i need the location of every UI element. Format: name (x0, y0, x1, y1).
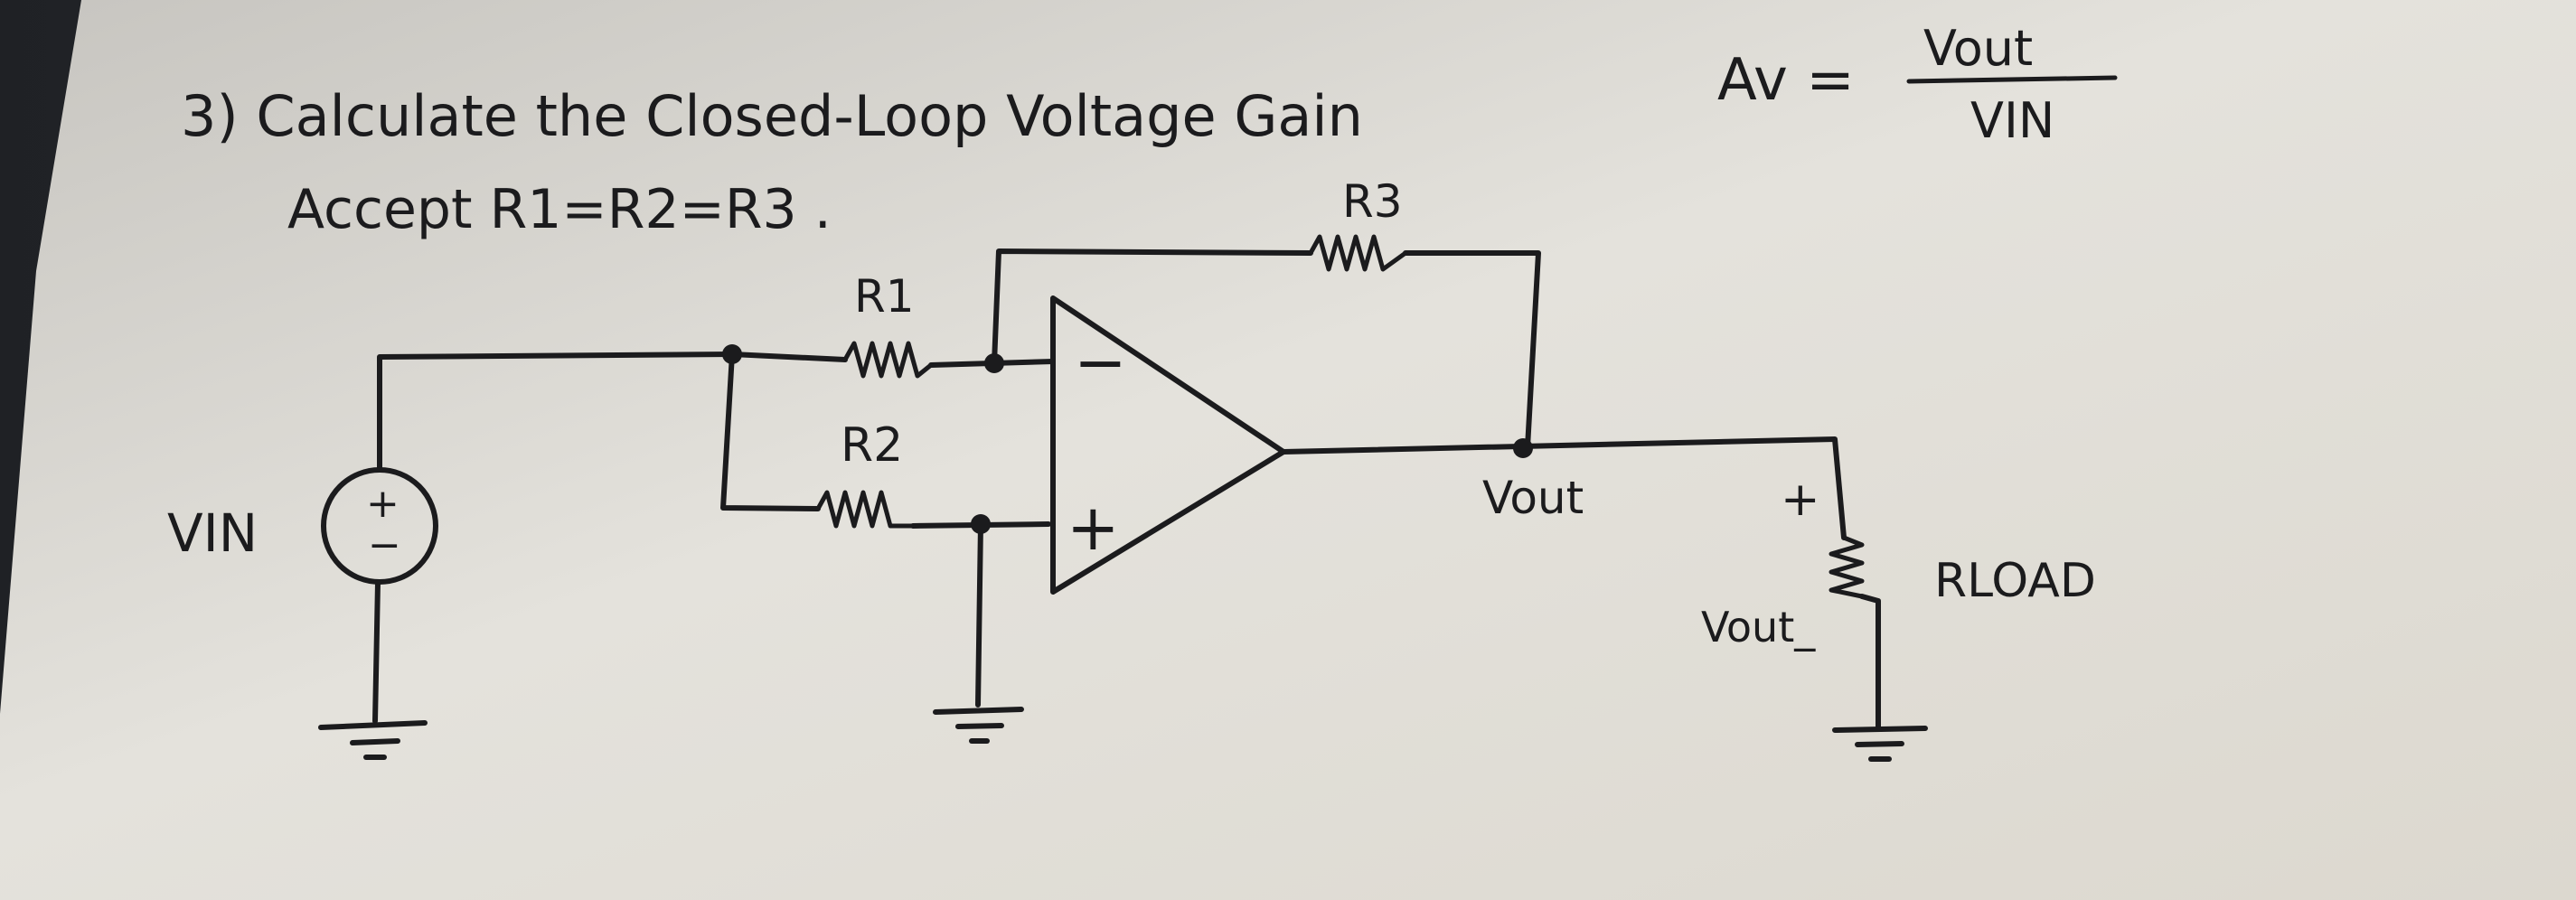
gain-symbol: Av = (1717, 47, 1855, 114)
label-vin: VIN (167, 502, 258, 564)
label-r2: R2 (841, 418, 903, 473)
resistor-r2 (815, 490, 916, 529)
label-load-vout-minus: Vout_ (1701, 603, 1816, 652)
wire-feedback-right (1403, 250, 1541, 450)
opamp-noninverting-sign: + (1067, 491, 1120, 565)
fraction-bar (1906, 75, 2118, 84)
junction-noninverting (971, 514, 991, 534)
junction-output (1513, 438, 1533, 458)
label-r3: R3 (1342, 175, 1403, 228)
ground-noninverting (933, 707, 1024, 744)
resistor-r1 (842, 341, 934, 379)
label-load-plus: + (1781, 473, 1820, 527)
ground-load (1832, 726, 1928, 762)
problem-title: 3) Calculate the Closed-Loop Voltage Gai… (181, 83, 1363, 149)
opamp-triangle (1050, 295, 1286, 595)
gain-denominator: VIN (1970, 92, 2054, 149)
resistor-r3 (1308, 234, 1408, 272)
junction-inverting (984, 353, 1004, 373)
wire-noninv-ground (975, 521, 983, 708)
ground-source (318, 720, 428, 760)
junction-input (722, 344, 742, 364)
resistor-rload (1829, 535, 1865, 599)
wire-a-r1 (729, 352, 848, 362)
wire-feedback-left (992, 248, 1313, 366)
label-vout-node: Vout (1482, 472, 1584, 524)
wires (372, 248, 1881, 730)
wire-vin-bottom (372, 580, 381, 724)
label-rload: RLOAD (1934, 554, 2096, 608)
wire-vin-top (377, 352, 735, 471)
voltage-source-vin (321, 467, 438, 585)
problem-given: Accept R1=R2=R3 . (287, 178, 832, 241)
gain-numerator: Vout (1923, 20, 2033, 77)
junctions (722, 344, 1533, 534)
wire-load-ground (1859, 594, 1881, 730)
wire-a-r2 (720, 352, 821, 511)
source-minus-sign: − (368, 522, 401, 568)
opamp-inverting-sign: − (1074, 325, 1127, 399)
wire-output (1281, 436, 1847, 540)
label-r1: R1 (854, 270, 915, 323)
source-plus-sign: + (366, 481, 400, 527)
